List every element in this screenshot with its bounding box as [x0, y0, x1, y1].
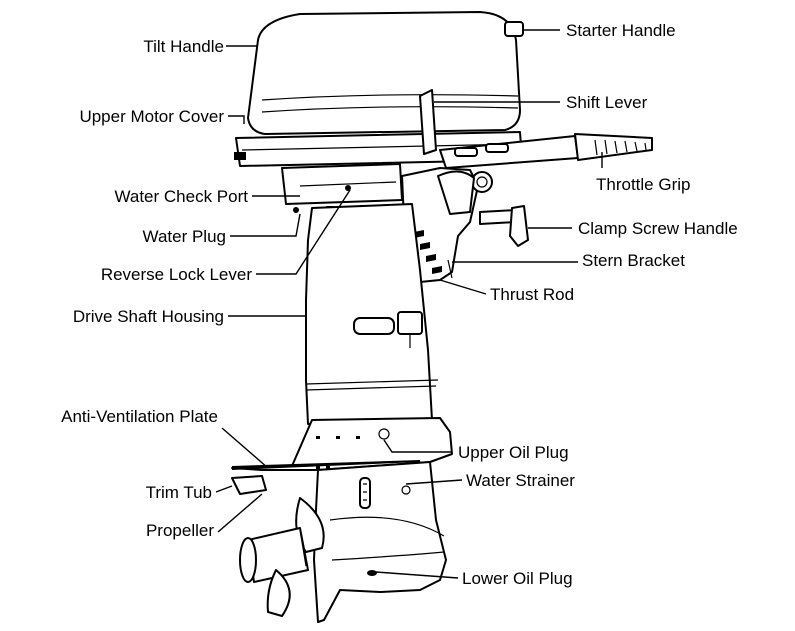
label-stern-bracket: Stern Bracket	[582, 251, 685, 270]
clamp-screw-handle	[509, 205, 529, 247]
label-throttle-grip: Throttle Grip	[596, 175, 690, 194]
shift-lever	[419, 89, 437, 155]
label-water-plug: Water Plug	[143, 227, 226, 246]
label-lower-oil-plug: Lower Oil Plug	[462, 569, 573, 588]
thrust-rod-pin	[353, 317, 395, 335]
leader-lines	[215, 29, 603, 579]
anti-ventilation-plate	[231, 417, 453, 471]
propeller-illustration	[239, 497, 325, 617]
part-labels: Tilt Handle Upper Motor Cover Water Chec…	[61, 21, 738, 588]
label-upper-motor-cover: Upper Motor Cover	[79, 107, 224, 126]
starter-handle-knob	[504, 21, 524, 37]
label-starter-handle: Starter Handle	[566, 21, 676, 40]
label-thrust-rod: Thrust Rod	[490, 285, 574, 304]
label-drive-shaft-housing: Drive Shaft Housing	[73, 307, 224, 326]
throttle-grip	[574, 133, 653, 161]
label-water-check-port: Water Check Port	[114, 187, 248, 206]
label-clamp-screw-handle: Clamp Screw Handle	[578, 219, 738, 238]
label-propeller: Propeller	[146, 521, 214, 540]
label-tilt-handle: Tilt Handle	[143, 37, 224, 56]
label-anti-ventilation-plate: Anti-Ventilation Plate	[61, 407, 218, 426]
upper-motor-cover	[247, 11, 521, 135]
gear-case	[313, 461, 447, 623]
trim-tab	[231, 475, 267, 495]
label-water-strainer: Water Strainer	[466, 471, 575, 490]
outboard-motor-illustration	[231, 11, 653, 623]
label-upper-oil-plug: Upper Oil Plug	[458, 443, 569, 462]
label-trim-tub: Trim Tub	[146, 483, 212, 502]
label-shift-lever: Shift Lever	[566, 93, 648, 112]
label-reverse-lock-lever: Reverse Lock Lever	[101, 265, 253, 284]
